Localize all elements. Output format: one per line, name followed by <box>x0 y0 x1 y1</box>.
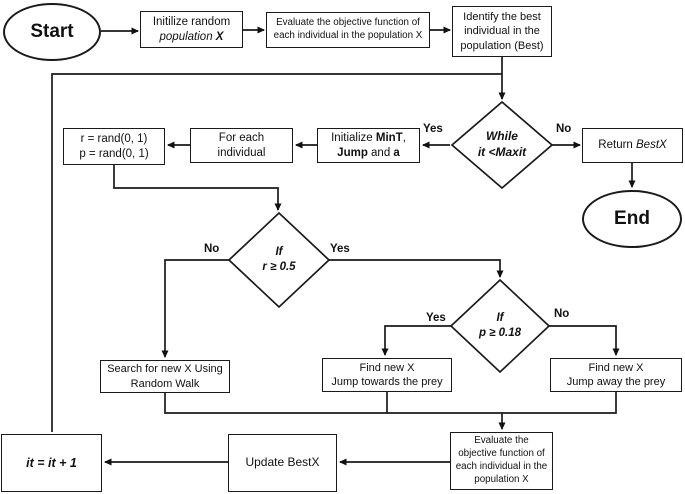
evaluate-objective-bottom-box: Evaluate the objective function of each … <box>450 432 553 490</box>
if-p-yes-label: Yes <box>426 312 446 324</box>
start-terminal: Start <box>3 3 101 61</box>
edge-ifr-yes-ifp <box>329 259 504 278</box>
edge-ifr-no-search <box>161 259 229 358</box>
while-yes-label: Yes <box>423 123 443 135</box>
increment-iteration-box: it = it + 1 <box>1 434 102 492</box>
evaluate-objective-top-box: Evaluate the objective function of each … <box>266 12 430 48</box>
identify-best-box: Identify the best individual in the popu… <box>452 6 552 57</box>
end-terminal: End <box>582 190 682 248</box>
for-each-individual-box: For each individual <box>190 128 293 163</box>
if-p-no-label: No <box>554 308 570 320</box>
initialize-mint-label: Initialize MinT,Jump and a <box>331 131 406 159</box>
rand-box: r = rand(0, 1) p = rand(0, 1) <box>63 128 165 165</box>
edge-merge-horizontal <box>164 392 617 414</box>
if-r-no-label: No <box>204 243 220 255</box>
edge-loop-iter-to-while <box>51 73 502 432</box>
edge-ifp-no-away <box>549 325 620 356</box>
if-p-diamond-shape <box>449 278 551 374</box>
edge-ifp-yes-towards <box>381 325 451 356</box>
update-bestx-box: Update BestX <box>228 434 337 492</box>
if-r-yes-label: Yes <box>330 243 350 255</box>
edge-rand-ifr <box>113 165 282 211</box>
jump-towards-prey-box: Find new X Jump towards the prey <box>322 358 452 392</box>
return-bestx-box: Return BestX <box>582 128 683 163</box>
while-diamond-shape <box>450 100 554 190</box>
if-r-diamond-shape <box>227 211 331 309</box>
initialize-mint-box: Initialize MinT,Jump and a <box>317 128 420 163</box>
return-bestx-label: Return BestX <box>598 139 667 152</box>
random-walk-box: Search for new X Using Random Walk <box>100 360 230 393</box>
while-no-label: No <box>556 123 572 135</box>
jump-away-prey-box: Find new X Jump away the prey <box>550 358 682 392</box>
